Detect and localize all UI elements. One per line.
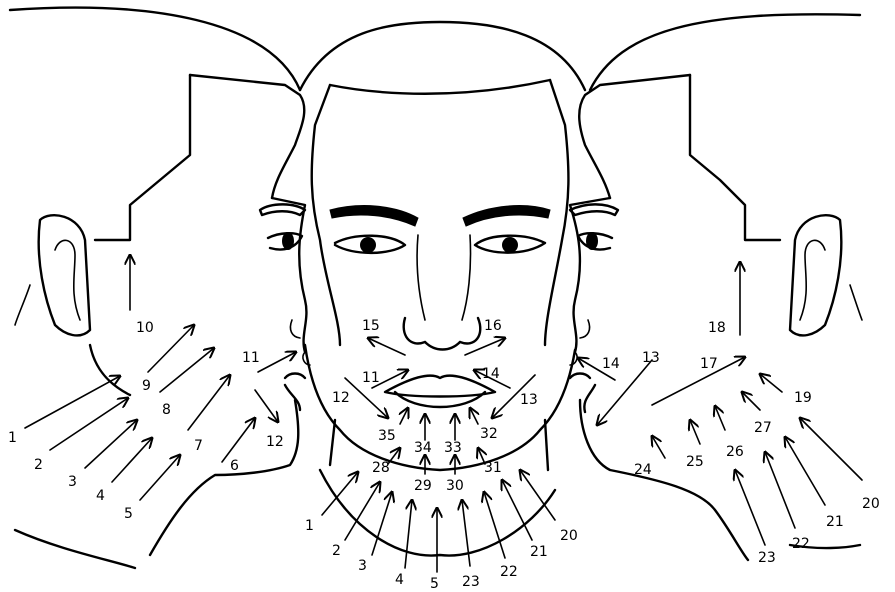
arrow-32: [470, 408, 478, 424]
label-left-7: 7: [194, 438, 203, 454]
label-front-11: 11: [362, 370, 380, 386]
arrow-8: [160, 348, 214, 392]
label-front-2: 2: [332, 543, 341, 559]
label-left-10: 10: [136, 320, 154, 336]
label-front-31: 31: [484, 460, 502, 476]
arrow-17: [652, 357, 745, 405]
label-front-3: 3: [358, 558, 367, 574]
arrow-6: [222, 418, 255, 462]
label-front-13: 13: [520, 392, 538, 408]
arrow-19: [760, 374, 782, 392]
arrow-2-front: [345, 482, 380, 540]
number-labels: 1 2 3 4 5 6 7 8 9 10 11 12 1 2 3 4 5 11 …: [8, 318, 880, 592]
label-left-11: 11: [242, 350, 260, 366]
arrow-15: [368, 338, 405, 355]
label-right-27: 27: [754, 420, 772, 436]
label-left-4: 4: [96, 488, 105, 504]
label-right-24: 24: [634, 462, 652, 478]
arrow-20-right: [800, 418, 862, 480]
label-right-23: 23: [758, 550, 776, 566]
label-right-13: 13: [642, 350, 660, 366]
front-face: [300, 22, 585, 556]
arrow-25: [690, 420, 700, 444]
label-front-1: 1: [305, 518, 314, 534]
label-left-1: 1: [8, 430, 17, 446]
arrow-23-right: [735, 470, 765, 545]
label-left-12: 12: [266, 434, 284, 450]
label-front-33: 33: [444, 440, 462, 456]
label-left-3: 3: [68, 474, 77, 490]
label-left-9: 9: [142, 378, 151, 394]
arrow-24: [652, 436, 665, 458]
arrow-26: [715, 406, 725, 430]
arrow-2: [50, 398, 128, 450]
label-front-21: 21: [530, 544, 548, 560]
right-profile-face: [570, 14, 862, 560]
label-right-26: 26: [726, 444, 744, 460]
arrow-16: [465, 338, 505, 355]
arrow-23-front: [462, 500, 470, 566]
arrow-1: [25, 376, 120, 428]
label-front-22: 22: [500, 564, 518, 580]
arrow-4-front: [405, 500, 412, 568]
label-front-30: 30: [446, 478, 464, 494]
arrow-21-right: [785, 437, 825, 505]
shaving-arrows: [25, 255, 862, 572]
label-right-19: 19: [794, 390, 812, 406]
label-front-32: 32: [480, 426, 498, 442]
label-left-8: 8: [162, 402, 171, 418]
label-right-17: 17: [700, 356, 718, 372]
arrow-12: [255, 390, 278, 422]
label-right-22: 22: [792, 536, 810, 552]
label-front-4: 4: [395, 572, 404, 588]
label-left-6: 6: [230, 458, 239, 474]
label-right-21: 21: [826, 514, 844, 530]
label-front-16: 16: [484, 318, 502, 334]
label-front-34: 34: [414, 440, 432, 456]
arrow-4: [112, 438, 152, 482]
arrow-1-front: [322, 472, 358, 515]
label-front-5: 5: [430, 576, 439, 592]
label-front-20: 20: [560, 528, 578, 544]
label-front-28: 28: [372, 460, 390, 476]
label-front-14: 14: [482, 366, 500, 382]
label-front-12: 12: [332, 390, 350, 406]
label-right-20: 20: [862, 496, 880, 512]
arrow-35: [400, 408, 408, 424]
label-right-18: 18: [708, 320, 726, 336]
label-front-23: 23: [462, 574, 480, 590]
arrow-22-right: [765, 452, 795, 528]
arrow-7: [188, 375, 230, 430]
arrow-3: [85, 420, 137, 468]
label-front-15: 15: [362, 318, 380, 334]
label-front-29: 29: [414, 478, 432, 494]
arrow-5: [140, 455, 180, 500]
label-right-14: 14: [602, 356, 620, 372]
label-left-2: 2: [34, 457, 43, 473]
label-front-35: 35: [378, 428, 396, 444]
arrow-11: [258, 352, 296, 372]
left-profile-face: [10, 8, 310, 568]
arrow-9: [148, 325, 194, 372]
arrow-27: [742, 392, 760, 410]
label-right-25: 25: [686, 454, 704, 470]
label-left-5: 5: [124, 506, 133, 522]
